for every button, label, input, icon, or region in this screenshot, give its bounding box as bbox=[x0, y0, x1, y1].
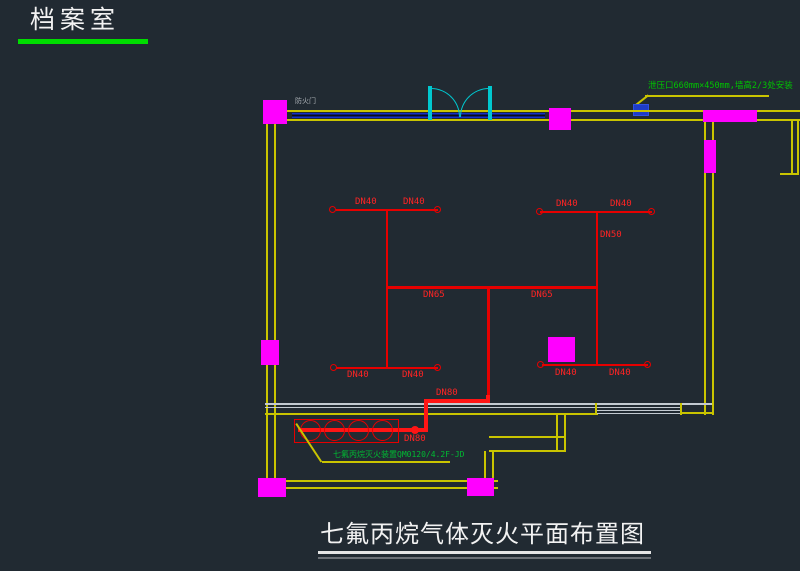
pipe-label: DN80 bbox=[404, 434, 426, 444]
bottom-window-line-1 bbox=[597, 406, 681, 408]
relief-vent-note-underline bbox=[645, 95, 769, 97]
equipment-note: 七氟丙烷灭火装置QM0120/4.2F-JD bbox=[333, 450, 465, 459]
step-wall-vert-c bbox=[484, 451, 486, 481]
nozzle-icon bbox=[434, 364, 441, 371]
pipe-supply-drop bbox=[424, 399, 428, 431]
room-title: 档案室 bbox=[30, 5, 121, 34]
nozzle-icon bbox=[330, 364, 337, 371]
wall-top-inner bbox=[265, 119, 800, 121]
pipe-label: DN65 bbox=[423, 290, 445, 300]
equipment-leader-horizontal bbox=[322, 461, 450, 463]
drawing-title: 七氟丙烷气体灭火平面布置图 bbox=[320, 520, 645, 548]
wall-right-inner bbox=[704, 110, 706, 415]
wall-bottom-gray-inner bbox=[265, 406, 595, 408]
step-wall-vert-d bbox=[492, 451, 494, 481]
column-top-left bbox=[263, 100, 287, 124]
pipe-riser-top-right bbox=[596, 211, 598, 288]
pipe-label: DN80 bbox=[436, 388, 458, 398]
drawing-title-underline bbox=[318, 551, 651, 554]
column-interior bbox=[548, 337, 575, 362]
cylinder-bank-outline bbox=[294, 419, 399, 443]
pipe-label: DN50 bbox=[600, 230, 622, 240]
column-bottom-middle bbox=[467, 478, 494, 496]
pipe-riser-top-left bbox=[386, 209, 388, 288]
door-swing-arc-right bbox=[460, 88, 489, 117]
wall-bottom-yellow bbox=[265, 413, 598, 415]
step-wall-horiz-a bbox=[489, 436, 566, 438]
pipe-label: DN65 bbox=[531, 290, 553, 300]
pipe-label: DN40 bbox=[609, 368, 631, 378]
step-wall-vert-a bbox=[556, 414, 558, 452]
door-swing-arc-left bbox=[431, 88, 460, 117]
pipe-label: DN40 bbox=[355, 197, 377, 207]
pipe-label: DN40 bbox=[347, 370, 369, 380]
wall-right-outer bbox=[712, 110, 714, 415]
pipe-main-riser bbox=[487, 288, 490, 398]
pipe-riser-bottom-right bbox=[596, 288, 598, 365]
pipe-node-dot bbox=[411, 426, 419, 434]
pipe-label: DN40 bbox=[556, 199, 578, 209]
door-note: 防火门 bbox=[295, 97, 316, 105]
wall-left-outer bbox=[266, 110, 268, 489]
pipe-branch-bottom-right bbox=[542, 364, 648, 366]
nozzle-icon bbox=[434, 206, 441, 213]
drawing-title-underline-thin bbox=[318, 557, 651, 559]
wall-far-right-tick bbox=[780, 173, 799, 175]
pipe-supply-elbow-top bbox=[486, 395, 490, 402]
nozzle-icon bbox=[648, 208, 655, 215]
wall-far-right-a bbox=[791, 120, 793, 175]
pipe-label: DN40 bbox=[402, 370, 424, 380]
step-wall-horiz-b bbox=[489, 450, 566, 452]
relief-vent-note: 泄压口660mm×450mm,墙高2/3处安装 bbox=[648, 81, 793, 91]
pipe-riser-bottom-left bbox=[386, 288, 388, 368]
pipe-branch-bottom-left bbox=[336, 367, 438, 369]
nozzle-icon bbox=[329, 206, 336, 213]
wall-top-window-band bbox=[292, 113, 545, 118]
column-top-middle bbox=[549, 108, 571, 130]
nozzle-icon bbox=[537, 361, 544, 368]
pipe-label: DN40 bbox=[555, 368, 577, 378]
column-right-wall bbox=[704, 140, 716, 173]
wall-lower-bottom-inner bbox=[258, 487, 498, 489]
gas-cylinder-icon bbox=[348, 420, 369, 441]
wall-far-right-b bbox=[797, 120, 799, 175]
wall-left-inner bbox=[274, 110, 276, 480]
pipe-main-header bbox=[386, 286, 598, 289]
gas-cylinder-icon bbox=[372, 420, 393, 441]
pipe-label: DN40 bbox=[403, 197, 425, 207]
nozzle-icon bbox=[536, 208, 543, 215]
step-wall-vert-b bbox=[564, 414, 566, 452]
bottom-window-line-2 bbox=[597, 409, 681, 411]
gas-cylinder-icon bbox=[300, 420, 321, 441]
wall-top-outer bbox=[265, 110, 800, 112]
pipe-supply-upper-run bbox=[424, 399, 490, 403]
room-title-underline bbox=[18, 39, 148, 44]
wall-bottom-gray-outer bbox=[265, 403, 712, 405]
door-leaf-left bbox=[428, 86, 432, 120]
door-leaf-right bbox=[488, 86, 492, 120]
column-left-wall bbox=[261, 340, 279, 365]
wall-lower-bottom-outer bbox=[258, 480, 498, 482]
column-bottom-left bbox=[258, 478, 286, 497]
bottom-window-jamb-left bbox=[595, 403, 597, 415]
bottom-window-line-3 bbox=[597, 412, 681, 414]
wall-bottom-right-segment bbox=[682, 412, 712, 414]
column-top-right-bar bbox=[703, 110, 757, 122]
nozzle-icon bbox=[644, 361, 651, 368]
gas-cylinder-icon bbox=[324, 420, 345, 441]
bottom-window-jamb-right bbox=[680, 403, 682, 415]
pipe-label: DN40 bbox=[610, 199, 632, 209]
